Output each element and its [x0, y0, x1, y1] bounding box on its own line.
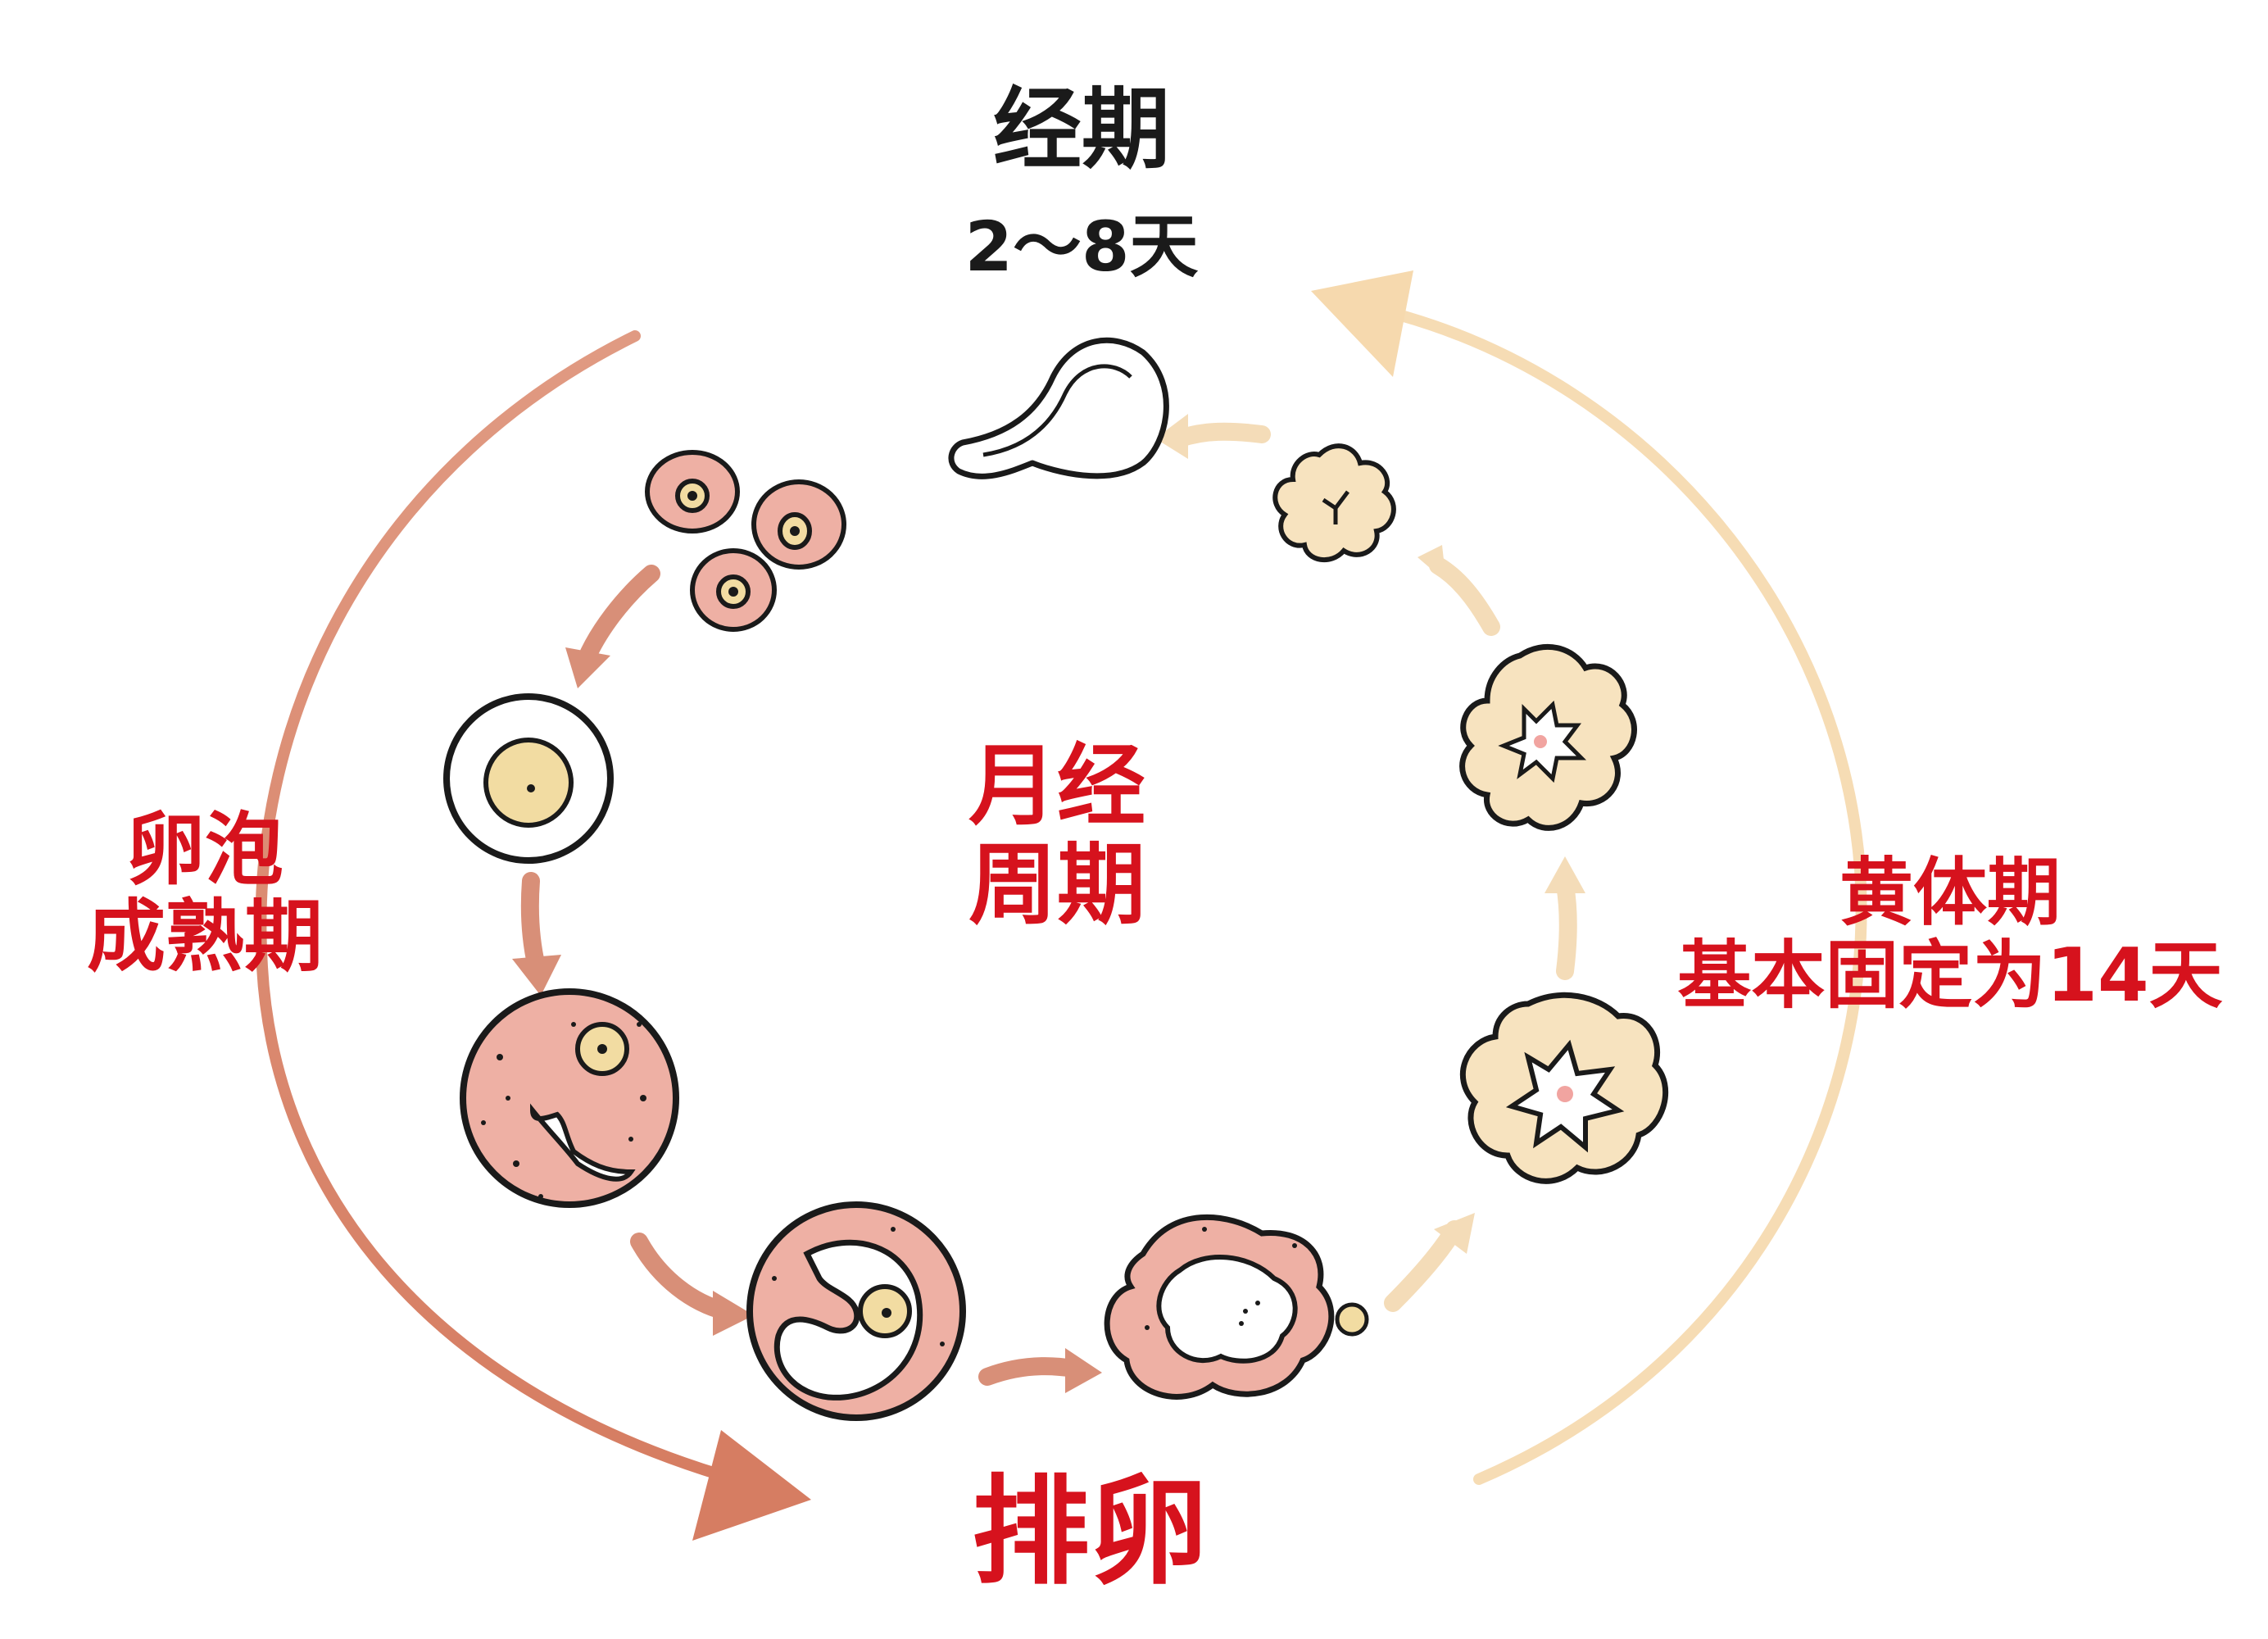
- mature-follicle: [746, 1201, 966, 1421]
- primordial-follicles: [645, 450, 846, 632]
- ovulating-follicle: [1104, 1214, 1369, 1400]
- primary-follicle: [443, 693, 614, 864]
- menses-duration: 2～8天: [964, 207, 1199, 287]
- luteal-label-line2: 基本固定为14天: [1677, 932, 2223, 1019]
- follicular-phase-arc: [255, 330, 811, 1541]
- early-corpus-luteum: [1459, 992, 1669, 1184]
- corpus-luteum: [1459, 643, 1637, 831]
- follicular-label-line2: 成熟期: [87, 890, 323, 983]
- menstrual-cycle-label: 月经 周期: [926, 735, 1188, 937]
- sanitary-pad-icon: [948, 337, 1169, 479]
- secondary-follicle: [460, 988, 679, 1208]
- luteal-phase-arc: [1311, 270, 1867, 1485]
- luteal-label-line1: 黄体期: [1839, 850, 2061, 936]
- follicular-phase-label: 卵泡 成熟期: [57, 804, 352, 983]
- follicular-arc-arrowhead: [692, 1430, 811, 1541]
- cycle-label-line2: 周期: [968, 833, 1145, 937]
- stage-arrows: [512, 414, 1585, 1393]
- ovulation-label: 排卵: [971, 1463, 1208, 1600]
- regressing-corpus-luteum: [1272, 443, 1396, 563]
- cycle-label-line1: 月经: [968, 735, 1145, 838]
- luteal-arc-arrowhead: [1311, 270, 1413, 377]
- menses-phase-title: 经期: [992, 79, 1170, 181]
- follicular-label-line1: 卵泡: [126, 804, 284, 896]
- luteal-phase-label: 黄体期 基本固定为14天: [1639, 850, 2261, 1019]
